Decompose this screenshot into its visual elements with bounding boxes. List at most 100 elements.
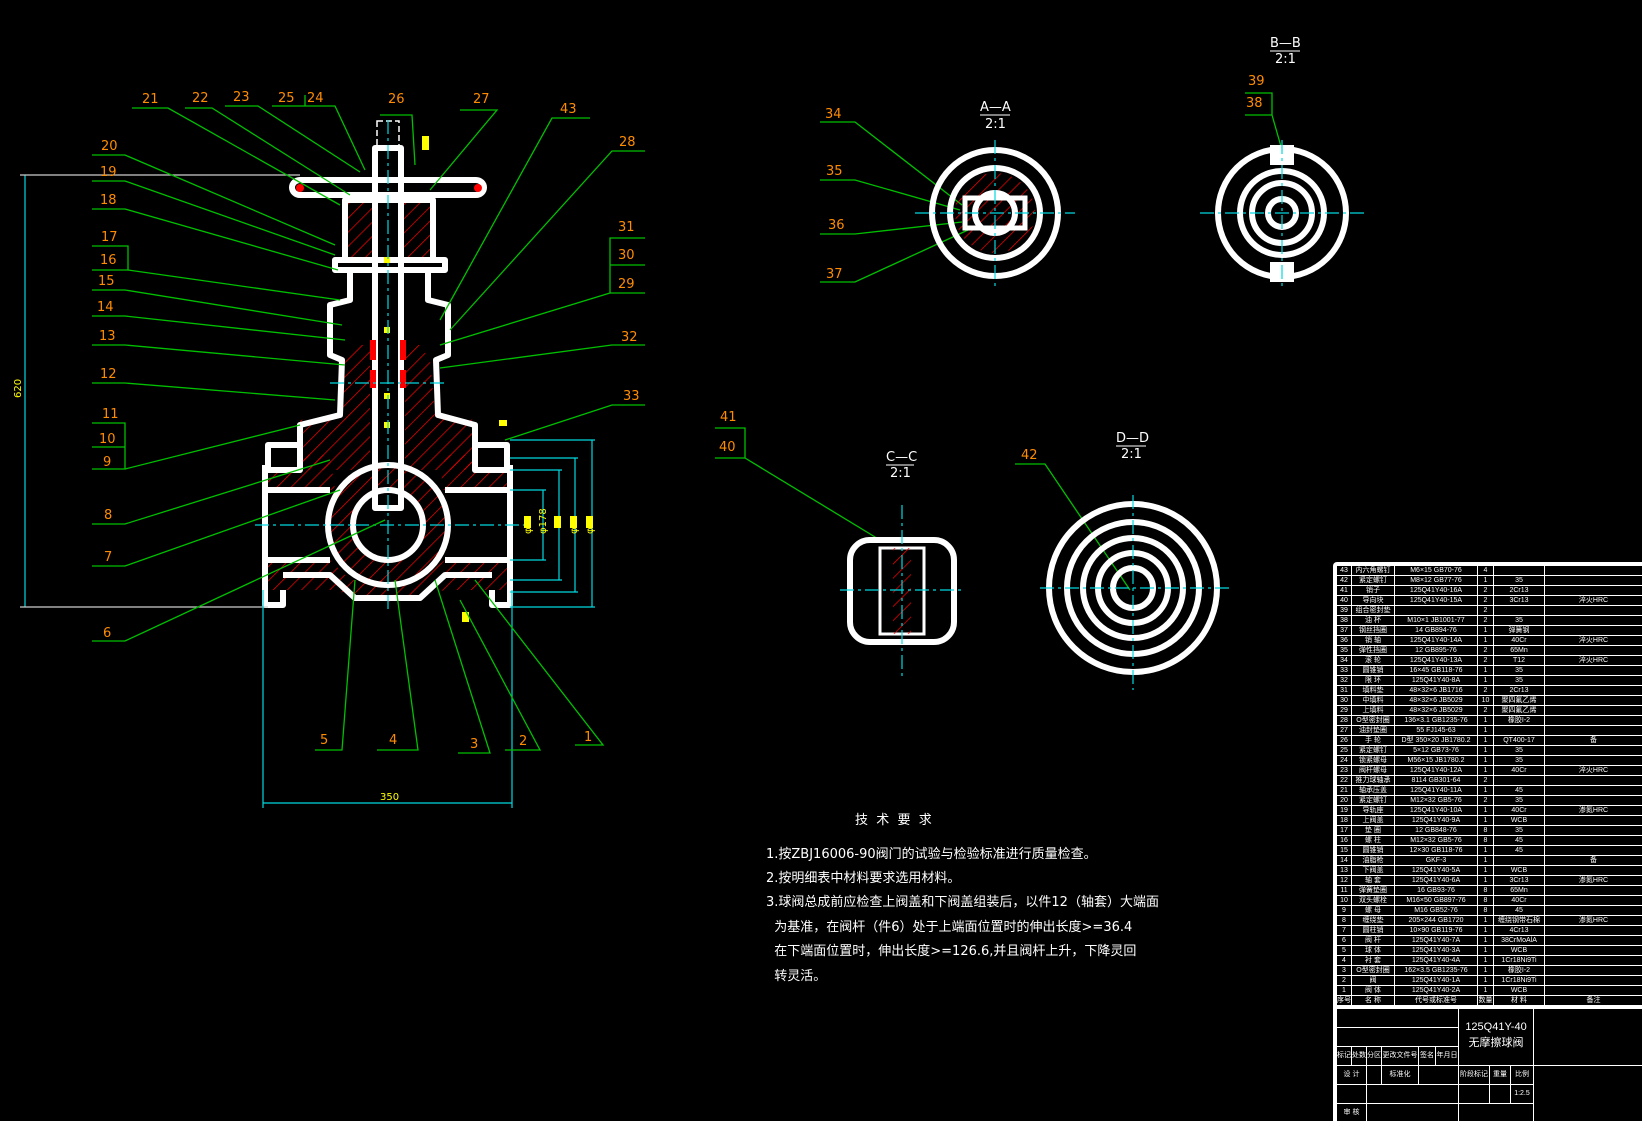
bom-code <box>1395 606 1477 615</box>
section-a-a-scale: 2:1 <box>985 117 1006 132</box>
callout-16: 16 <box>100 253 117 268</box>
bom-name: 锁紧螺母 <box>1352 756 1394 765</box>
bom-material: 聚四氟乙烯 <box>1494 706 1544 715</box>
bom-name: 阀 杆 <box>1352 936 1394 945</box>
bom-name: 限 环 <box>1352 676 1394 685</box>
bom-material: 2Cr13 <box>1494 586 1544 595</box>
valve-assembly-view <box>255 120 530 622</box>
bom-note: 淬火HRC <box>1545 656 1642 665</box>
bom-note <box>1545 686 1642 695</box>
rev-header-docno: 更改文件号 <box>1382 1047 1418 1065</box>
bom-note <box>1545 586 1642 595</box>
section-d-d: D—D 2:1 <box>1040 431 1230 690</box>
callout-8: 8 <box>104 508 112 523</box>
bom-qty: 1 <box>1478 976 1493 985</box>
bom-name: 螺 柱 <box>1352 836 1394 845</box>
callout-10: 10 <box>99 432 116 447</box>
bom-note: 淬火HRC <box>1545 766 1642 775</box>
bom-note <box>1545 746 1642 755</box>
bom-code: 12 GB848-76 <box>1395 826 1477 835</box>
bom-qty: 1 <box>1478 926 1493 935</box>
bom-name: 推力球轴承 <box>1352 776 1394 785</box>
bom-code: 14 GB894-76 <box>1395 626 1477 635</box>
bom-seq: 5 <box>1337 946 1351 955</box>
tech-line-3: 3.球阀总成前应检查上阀盖和下阀盖组装后，以件12（轴套）大端面 <box>766 894 1159 910</box>
bom-qty: 1 <box>1478 636 1493 645</box>
bom-material: 45 <box>1494 906 1544 915</box>
bom-note <box>1545 886 1642 895</box>
bom-note <box>1545 756 1642 765</box>
bom-material: 35 <box>1494 616 1544 625</box>
bom-material: 35 <box>1494 676 1544 685</box>
bom-material: 38CrMoAlA <box>1494 936 1544 945</box>
bom-seq: 40 <box>1337 596 1351 605</box>
bom-material: 3Cr13 <box>1494 876 1544 885</box>
bom-material <box>1494 566 1544 575</box>
bom-note <box>1545 676 1642 685</box>
bom-note <box>1545 866 1642 875</box>
bom-material: 35 <box>1494 576 1544 585</box>
bom-qty: 8 <box>1478 836 1493 845</box>
section-b-b-title: B—B <box>1270 36 1301 51</box>
bom-code: 125Q41Y40-6A <box>1395 876 1477 885</box>
bom-seq: 11 <box>1337 886 1351 895</box>
bom-code: 8114 GB301-64 <box>1395 776 1477 785</box>
bom-name: 上填料 <box>1352 706 1394 715</box>
callout-43: 43 <box>560 102 577 117</box>
bom-code: 48×32×6 JB1716 <box>1395 686 1477 695</box>
callout-27: 27 <box>473 92 490 107</box>
bom-seq: 29 <box>1337 706 1351 715</box>
table-header: 序号名 称代号或标准号数量材 料备注 <box>1337 996 1642 1006</box>
bom-note <box>1545 936 1642 945</box>
bom-qty: 1 <box>1478 756 1493 765</box>
bom-material: 橡胶I-2 <box>1494 966 1544 975</box>
bom-seq: 19 <box>1337 806 1351 815</box>
section-c-c: C—C 2:1 <box>840 450 965 680</box>
callout-36: 36 <box>828 218 845 233</box>
bom-qty: 2 <box>1478 606 1493 615</box>
bom-note: 渗氮HRC <box>1545 806 1642 815</box>
bom-qty: 1 <box>1478 746 1493 755</box>
bom-name: 钢丝挡圈 <box>1352 626 1394 635</box>
callout-20: 20 <box>101 139 118 154</box>
bom-note <box>1545 826 1642 835</box>
callout-41: 41 <box>720 410 737 425</box>
bom-qty: 1 <box>1478 916 1493 925</box>
callout-22: 22 <box>192 91 209 106</box>
callout-39: 39 <box>1248 74 1265 89</box>
bom-note <box>1545 796 1642 805</box>
bom-name: 组合密封垫 <box>1352 606 1394 615</box>
bom-note: 淬火HRC <box>1545 596 1642 605</box>
rev-header-date: 年月日 <box>1436 1047 1458 1065</box>
section-d-d-title: D—D <box>1116 431 1149 446</box>
dim-dia-a: φ <box>523 527 534 534</box>
bom-seq: 30 <box>1337 696 1351 705</box>
bom-seq: 27 <box>1337 726 1351 735</box>
callout-38: 38 <box>1246 96 1263 111</box>
bom-material: 40Cr <box>1494 636 1544 645</box>
callout-11: 11 <box>102 407 119 422</box>
bom-name: 填料垫 <box>1352 686 1394 695</box>
standard-label: 标准化 <box>1382 1066 1418 1084</box>
bom-note <box>1545 726 1642 735</box>
callout-35: 35 <box>826 164 843 179</box>
section-c-c-scale: 2:1 <box>890 466 911 481</box>
rev-header-mark: 标记 <box>1337 1047 1351 1065</box>
technical-requirements: 技 术 要 求 1.按ZBJ16006-90阀门的试验与检验标准进行质量检查。 … <box>766 813 1159 984</box>
bom-seq: 43 <box>1337 566 1351 575</box>
bom-name: O型密封圈 <box>1352 716 1394 725</box>
